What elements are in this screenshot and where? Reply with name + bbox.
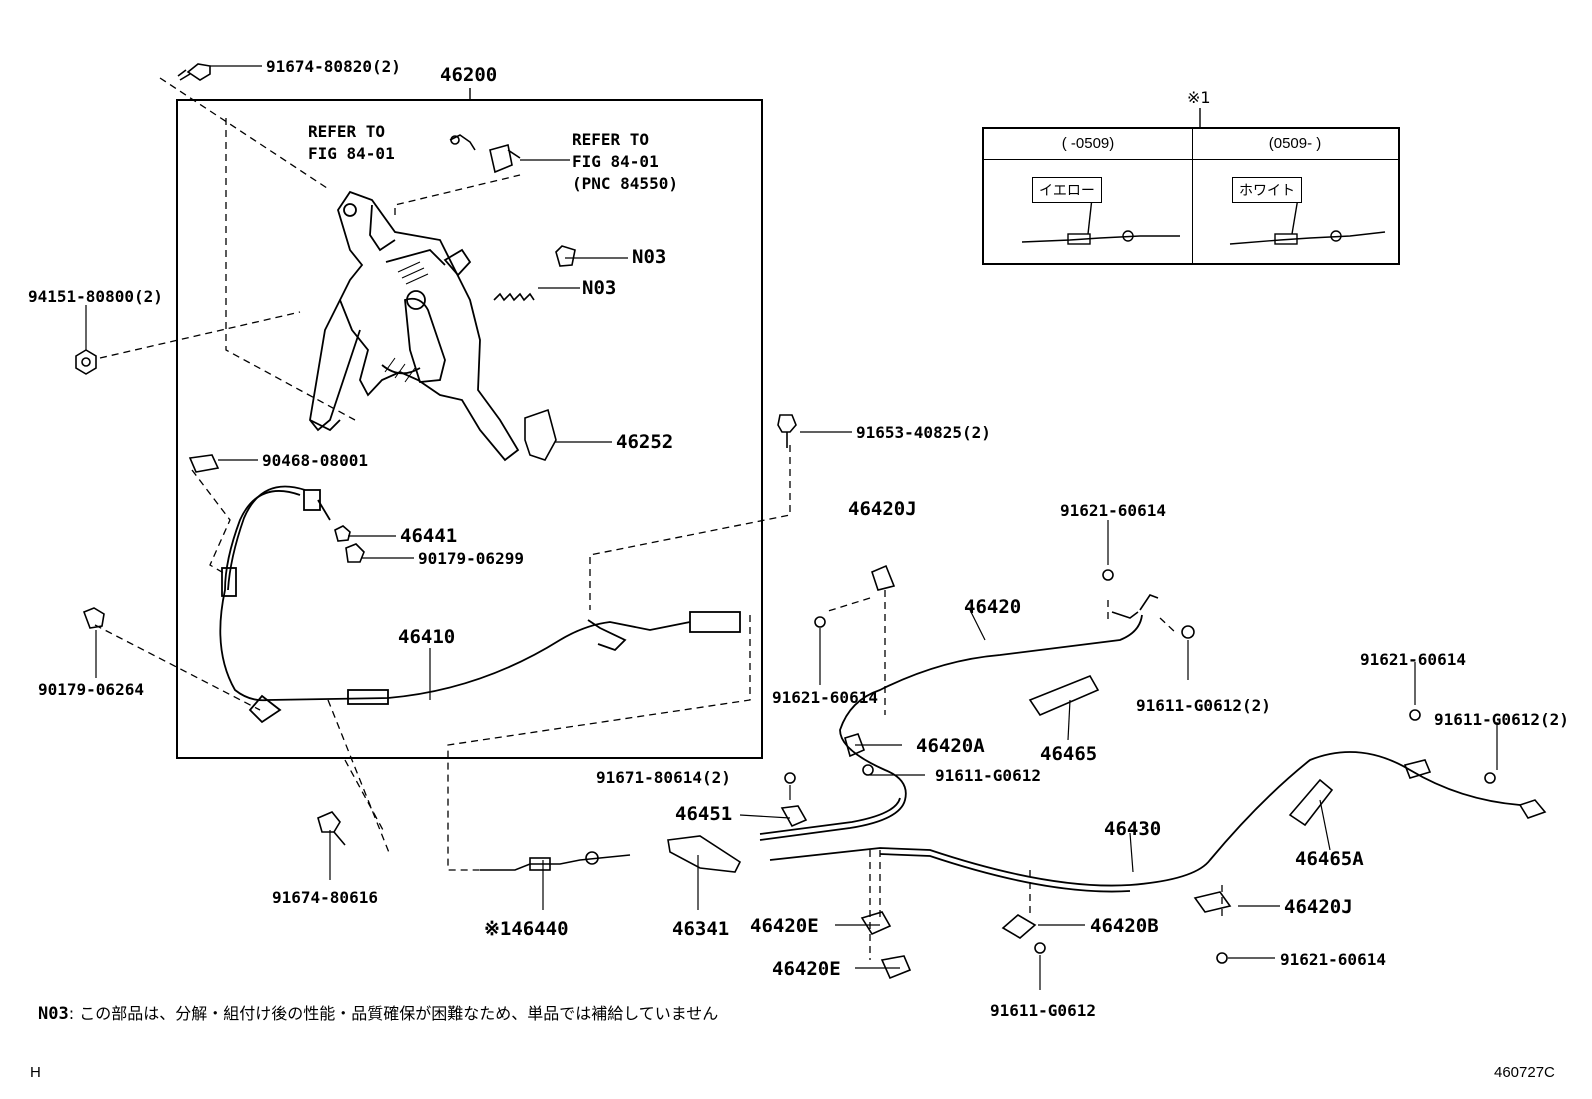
label-91621-60614-c: 91621-60614 <box>1360 650 1466 669</box>
variant-mark: ※1 <box>1187 88 1211 107</box>
variant-cable-2 <box>1229 197 1386 245</box>
boot-46465a <box>1288 778 1334 827</box>
label-46420e-a: 46420E <box>750 915 819 937</box>
cable-46430 <box>769 751 1521 893</box>
variant-table: ( -0509) イエロー (0509- ) ホワイト <box>982 127 1400 265</box>
variant-header-early: ( -0509) <box>984 129 1192 160</box>
cap-n03 <box>555 245 576 267</box>
variant-colour-white: ホワイト <box>1232 177 1302 203</box>
bracket-84550 <box>489 143 521 174</box>
figure-number: 460727C <box>1494 1064 1555 1081</box>
label-46420j-top: 46420J <box>848 498 917 520</box>
label-46440: ※146440 <box>484 918 569 940</box>
clamp-46420e-b <box>880 955 912 980</box>
bolt-91653 <box>777 414 797 448</box>
label-91611-g0612-a: 91611-G0612(2) <box>1136 696 1271 715</box>
variant-column-late: (0509- ) ホワイト <box>1192 129 1398 263</box>
label-91621-60614-d: 91621-60614 <box>1280 950 1386 969</box>
label-refer-1b: FIG 84-01 <box>308 144 395 163</box>
label-91611-g0612-b: 91611-G0612 <box>935 766 1041 785</box>
variant-header-late: (0509- ) <box>1192 129 1398 160</box>
label-46465a: 46465A <box>1295 848 1364 870</box>
label-refer-2c: (PNC 84550) <box>572 174 678 193</box>
footnote-code: N03 <box>38 1004 69 1024</box>
label-46430: 46430 <box>1104 818 1162 840</box>
label-91621-60614-a: 91621-60614 <box>772 688 878 707</box>
variant-colour-yellow: イエロー <box>1032 177 1102 203</box>
label-91611-g0612-c: 91611-G0612 <box>990 1001 1096 1020</box>
label-n03-spring: N03 <box>582 277 617 299</box>
label-91671-80614: 91671-80614(2) <box>596 768 731 787</box>
label-46420: 46420 <box>964 596 1022 618</box>
nut-94151 <box>75 349 97 375</box>
assembly-box-46200 <box>176 99 763 759</box>
cable-46440 <box>480 851 631 871</box>
bolt-91674-80616 <box>317 811 346 846</box>
label-46410: 46410 <box>398 626 456 648</box>
label-91653-40825: 91653-40825(2) <box>856 423 991 442</box>
label-46451: 46451 <box>675 803 733 825</box>
footer-left: H <box>30 1064 41 1081</box>
boot-46465 <box>1028 674 1100 716</box>
bolt-91671 <box>784 772 796 784</box>
label-46420e-b: 46420E <box>772 958 841 980</box>
label-46420a: 46420A <box>916 735 985 757</box>
bracket-46420j-top <box>871 564 896 591</box>
bolts-misc <box>814 569 1496 964</box>
label-refer-2a: REFER TO <box>572 130 650 149</box>
spring-n03 <box>493 292 535 302</box>
bolt-91674-80820 <box>177 63 211 81</box>
cable-46410 <box>219 485 741 724</box>
label-90179-06264: 90179-06264 <box>38 680 144 699</box>
clamp-46420e-a <box>860 911 892 936</box>
label-91621-60614-b: 91621-60614 <box>1060 501 1166 520</box>
label-90179-06299: 90179-06299 <box>418 549 524 568</box>
nut-90179-06264 <box>82 607 105 629</box>
footnote: N03: この部品は、分解・組付け後の性能・品質確保が困難なため、単品では補給し… <box>38 1000 718 1024</box>
label-94151-80800: 94151-80800(2) <box>28 287 163 306</box>
label-46200: 46200 <box>440 64 498 86</box>
clamp-46420a <box>844 733 866 758</box>
label-refer-2b: FIG 84-01 <box>572 152 659 171</box>
label-91674-80820: 91674-80820(2) <box>266 57 401 76</box>
nut-46441 <box>334 525 351 542</box>
parking-brake-lever <box>309 190 520 462</box>
label-46420b: 46420B <box>1090 915 1159 937</box>
label-46441: 46441 <box>400 525 458 547</box>
label-46420j-bottom: 46420J <box>1284 896 1353 918</box>
label-90468-08001: 90468-08001 <box>262 451 368 470</box>
label-46341: 46341 <box>672 918 730 940</box>
small-bolt-refer <box>449 134 476 151</box>
label-46252: 46252 <box>616 431 674 453</box>
label-91674-80616: 91674-80616 <box>272 888 378 907</box>
bracket-right-cable <box>1403 759 1547 819</box>
clip-90468 <box>188 454 220 473</box>
bracket-46341 <box>667 835 742 873</box>
footnote-text: : この部品は、分解・組付け後の性能・品質確保が困難なため、単品では補給していま… <box>68 1004 719 1023</box>
cover-46252 <box>524 408 557 461</box>
bracket-46420b <box>1001 914 1037 939</box>
nut-90179-06299 <box>345 543 365 563</box>
label-refer-1a: REFER TO <box>308 122 386 141</box>
variant-column-early: ( -0509) イエロー <box>984 129 1193 263</box>
cable-46420 <box>759 614 1143 841</box>
label-91611-g0612-d: 91611-G0612(2) <box>1434 710 1569 729</box>
variant-cable-1 <box>1021 197 1180 245</box>
bracket-46420j-bottom <box>1193 891 1232 913</box>
label-n03-cap: N03 <box>632 246 667 268</box>
clip-46451 <box>780 805 808 828</box>
label-46465: 46465 <box>1040 743 1098 765</box>
